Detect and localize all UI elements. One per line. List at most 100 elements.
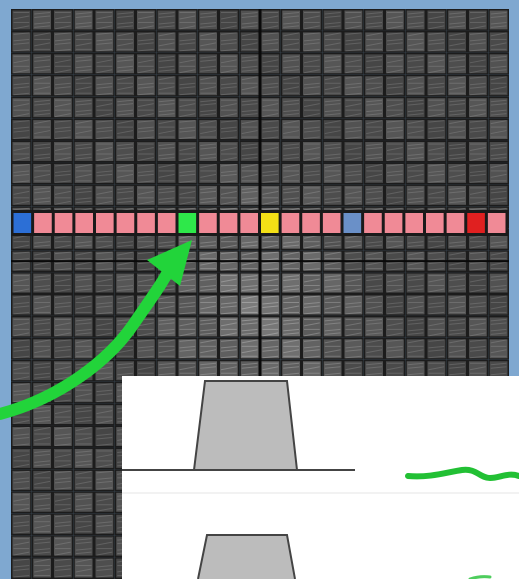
highlighted-row-cell: [158, 213, 176, 233]
filter-cell: [13, 559, 31, 578]
filter-cell: [428, 296, 446, 315]
filter-cell: [262, 339, 280, 358]
filter-cell: [96, 120, 114, 139]
filter-cell: [179, 296, 197, 315]
filter-cell: [345, 120, 363, 139]
filter-cell: [345, 296, 363, 315]
highlighted-row-cell: [117, 213, 135, 233]
filter-cell: [386, 120, 404, 139]
filter-cell: [386, 32, 404, 51]
filter-cell: [179, 76, 197, 95]
filter-cell: [179, 120, 197, 139]
filter-cell: [13, 471, 31, 490]
filter-cell: [469, 32, 487, 51]
frequency-response-trapezoid-top: [194, 381, 297, 470]
filter-cell: [96, 427, 114, 446]
filter-cell: [137, 32, 155, 51]
filter-cell: [220, 164, 238, 183]
highlighted-row-cell: [75, 213, 93, 233]
filter-cell: [179, 164, 197, 183]
highlighted-row-cell: [426, 213, 444, 233]
filter-cell: [303, 120, 321, 139]
filter-cell: [262, 164, 280, 183]
highlighted-row-cell: [199, 213, 217, 233]
filter-cell: [303, 296, 321, 315]
filter-cell: [303, 164, 321, 183]
filter-cell: [137, 76, 155, 95]
filter-cell: [96, 471, 114, 490]
filter-cell: [386, 339, 404, 358]
filter-cell: [386, 296, 404, 315]
filter-cell: [262, 76, 280, 95]
filter-cell: [54, 427, 72, 446]
highlighted-row-cell: [240, 213, 258, 233]
filter-cell: [469, 339, 487, 358]
filter-cell: [137, 164, 155, 183]
filter-cell: [220, 120, 238, 139]
filter-cell: [428, 32, 446, 51]
filter-cell: [345, 32, 363, 51]
filter-cell: [428, 76, 446, 95]
filter-cell: [469, 120, 487, 139]
filter-cell: [54, 559, 72, 578]
inset-panel: [122, 376, 519, 579]
filter-cell: [345, 76, 363, 95]
highlighted-row-marked-cell: [179, 213, 197, 233]
filter-cell: [428, 339, 446, 358]
filter-cell: [345, 164, 363, 183]
filter-cell: [428, 164, 446, 183]
filter-cell: [96, 296, 114, 315]
highlighted-row-cell: [55, 213, 73, 233]
filter-cell: [54, 471, 72, 490]
filter-cell: [179, 339, 197, 358]
filter-cell: [13, 427, 31, 446]
filter-cell: [54, 120, 72, 139]
highlighted-row-cell: [302, 213, 320, 233]
highlighted-row-cell: [96, 213, 114, 233]
filter-cell: [96, 383, 114, 402]
filter-cell: [13, 164, 31, 183]
filter-cell: [262, 296, 280, 315]
filter-cell: [54, 515, 72, 534]
filter-cell: [386, 164, 404, 183]
filter-cell: [469, 76, 487, 95]
highlighted-filter-row: [11, 210, 508, 236]
highlighted-row-cell: [364, 213, 382, 233]
highlighted-row-cell: [34, 213, 52, 233]
filter-cell: [54, 32, 72, 51]
filter-cell: [13, 339, 31, 358]
filter-cell: [220, 296, 238, 315]
filter-cell: [13, 32, 31, 51]
filter-cell: [96, 32, 114, 51]
filter-cell: [13, 76, 31, 95]
filter-cell: [54, 339, 72, 358]
filter-cell: [428, 120, 446, 139]
filter-cell: [303, 76, 321, 95]
highlighted-row-cell: [137, 213, 155, 233]
filter-cell: [137, 339, 155, 358]
highlighted-row-marked-cell: [261, 213, 279, 233]
filter-cell: [54, 164, 72, 183]
filter-cell: [345, 339, 363, 358]
filter-cell: [220, 339, 238, 358]
highlighted-row-cell: [323, 213, 341, 233]
filter-cell: [262, 120, 280, 139]
highlighted-row-cell: [488, 213, 506, 233]
frequency-response-trapezoid-bottom: [198, 535, 295, 579]
highlighted-row-cell: [282, 213, 300, 233]
highlighted-row-cell: [447, 213, 465, 233]
filter-cell: [96, 76, 114, 95]
filter-cell: [13, 120, 31, 139]
filter-cell: [137, 120, 155, 139]
filter-cell: [54, 296, 72, 315]
filter-cell: [220, 76, 238, 95]
filter-cell: [96, 164, 114, 183]
highlighted-row-marked-cell: [14, 213, 32, 233]
filter-cell: [96, 515, 114, 534]
inset-background: [122, 376, 519, 579]
highlighted-row-marked-cell: [467, 213, 485, 233]
filter-cell: [303, 339, 321, 358]
filter-cell: [13, 296, 31, 315]
filter-cell: [303, 32, 321, 51]
